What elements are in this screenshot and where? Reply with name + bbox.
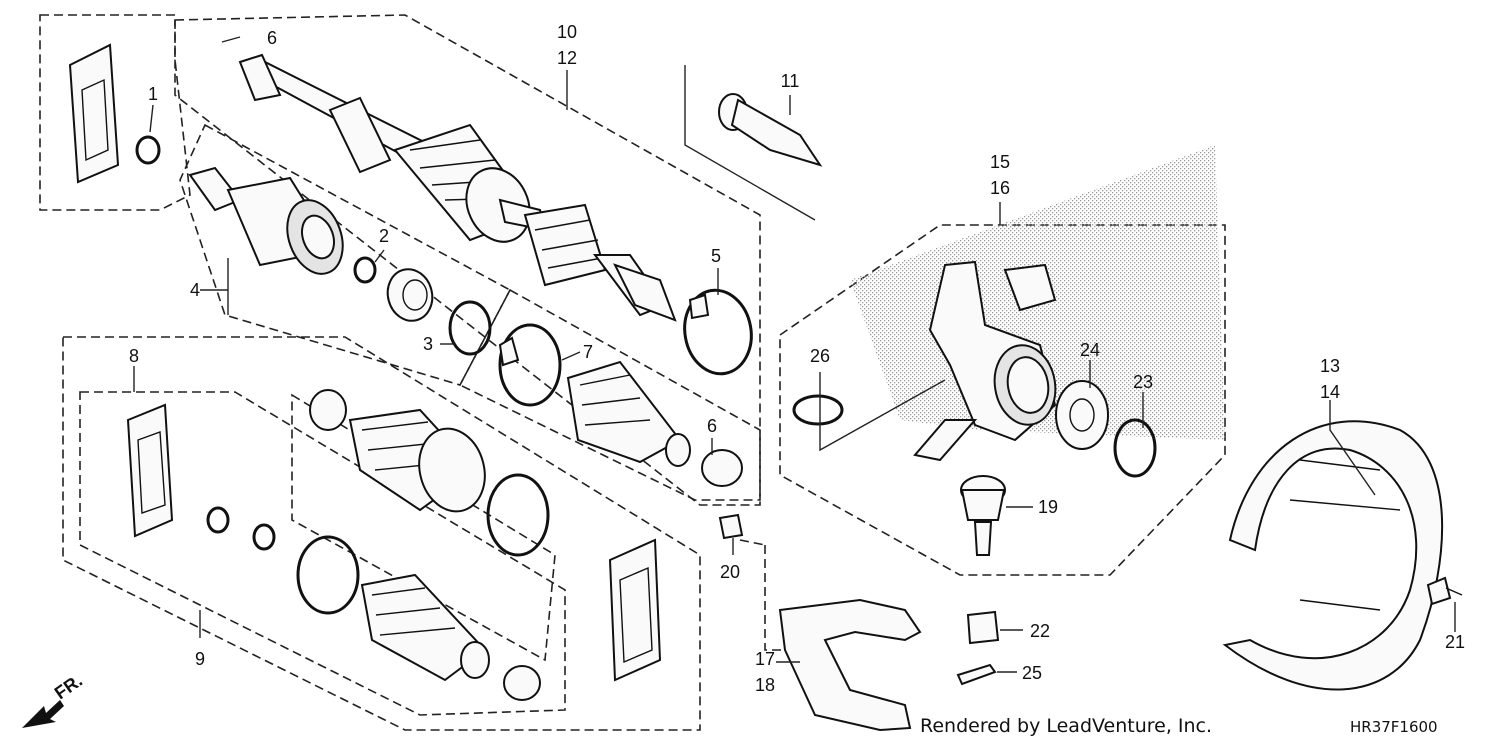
retaining-ring-icon	[448, 300, 492, 356]
group-box-grease-kit	[39, 14, 191, 211]
callout-5: 5	[711, 246, 721, 266]
driveshaft-icon	[238, 53, 677, 322]
boot-band-lower-small-icon	[503, 665, 541, 701]
bearing-circlip-icon	[1113, 418, 1157, 478]
callout-21: 21	[1445, 632, 1465, 652]
callout-24: 24	[1080, 340, 1100, 360]
boot-band-mid-icon	[486, 473, 550, 557]
circlip-26-icon	[792, 394, 844, 426]
group-box-boot-kit-lower	[291, 393, 556, 662]
callout-9: 9	[195, 649, 205, 669]
ball-joint-icon	[960, 475, 1006, 556]
cotter-pin-icon	[956, 663, 997, 686]
group-box-driveshaft	[174, 14, 761, 506]
inner-boot-icon	[348, 408, 486, 513]
boot-band-small-icon	[701, 449, 743, 487]
callout-25: 25	[1022, 663, 1042, 683]
group-box-boot-set-inner	[79, 391, 566, 716]
wheel-bearing-icon	[1055, 380, 1109, 450]
boot-band-icon	[498, 323, 562, 407]
boot-band-lower-icon	[309, 389, 347, 431]
snap-ring-lower-icon	[252, 523, 276, 551]
callout-8: 8	[129, 346, 139, 366]
group-box-knuckle	[779, 224, 1226, 576]
bolt-21-icon	[1426, 576, 1463, 606]
callout-20: 20	[720, 562, 740, 582]
callout-14: 14	[1320, 382, 1340, 402]
inner-joint-housing-icon	[188, 166, 344, 275]
leader-lines	[133, 36, 1456, 673]
callout-4: 4	[190, 280, 200, 300]
callout-18: 18	[755, 675, 775, 695]
bearing-cage-icon	[386, 268, 434, 322]
boot-band-large-icon	[683, 288, 753, 376]
bracket-icon	[778, 598, 922, 732]
steering-knuckle-icon	[913, 260, 1057, 462]
callout-2: 2	[379, 226, 389, 246]
circlip-ring-icon	[135, 135, 161, 165]
callout-10: 10	[557, 22, 577, 42]
front-direction-arrow-icon	[22, 700, 64, 728]
snap-ring-icon	[353, 256, 377, 284]
callout-22: 22	[1030, 621, 1050, 641]
render-credit: Rendered by LeadVenture, Inc.	[920, 715, 1212, 737]
callout-3: 3	[423, 334, 433, 354]
callout-13: 13	[1320, 356, 1340, 376]
callout-15: 15	[990, 152, 1010, 172]
callout-12: 12	[557, 48, 577, 68]
callout-19: 19	[1038, 497, 1058, 517]
callout-7: 7	[583, 342, 593, 362]
castle-nut-icon	[966, 610, 1000, 645]
grease-packet-right-icon	[608, 538, 662, 682]
front-direction-label: FR.	[51, 670, 86, 703]
outer-boot-icon	[566, 360, 691, 467]
brake-disc-cover-icon	[1222, 420, 1444, 691]
circlip-lower-icon	[206, 506, 230, 534]
group-box-inner-joint	[179, 123, 512, 386]
callout-23: 23	[1133, 372, 1153, 392]
callout-6-upper: 6	[267, 28, 277, 48]
callout-1: 1	[148, 84, 158, 104]
group-box-boot-set	[62, 336, 701, 731]
callout-16: 16	[990, 178, 1010, 198]
callout-11: 11	[781, 71, 800, 91]
outer-boot-lower-icon	[360, 573, 490, 682]
spindle-bolt-icon	[684, 65, 823, 221]
boot-band-lower-large-icon	[296, 535, 360, 615]
callout-17: 17	[755, 649, 775, 669]
grease-packet-lower-icon	[126, 403, 174, 538]
group-box-boot-kit-upper	[458, 288, 761, 501]
callout-6-lower: 6	[707, 416, 717, 436]
callout-26: 26	[810, 346, 830, 366]
grease-packet-icon	[68, 43, 120, 184]
bolt-20-icon	[718, 513, 744, 540]
diagram-code: HR37F1600	[1350, 718, 1438, 736]
